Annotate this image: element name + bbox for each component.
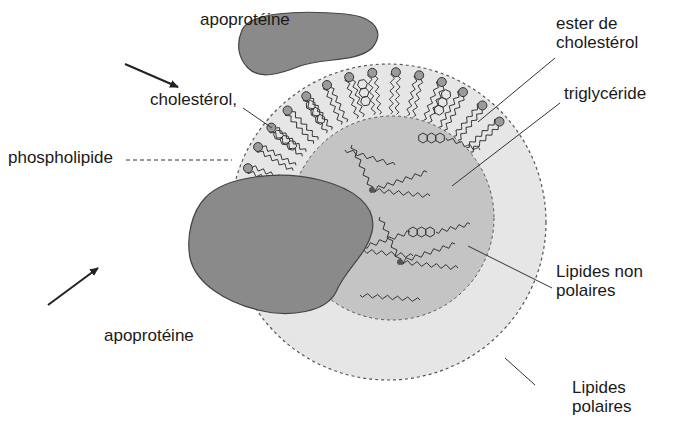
fatty-tail [257,150,293,171]
fatty-tail [439,91,460,127]
phospholipid-head [283,106,292,115]
fatty-tail [470,124,501,152]
ring [436,133,445,143]
leader-line [126,160,232,161]
pointer-arrow [125,64,178,87]
leader-line [243,108,272,128]
fatty-tail [466,119,497,147]
pointer-arrow [48,268,98,305]
fatty-tail [368,73,376,115]
fatty-tail [260,144,296,165]
phospholipid-head [415,71,424,80]
ring [419,133,428,143]
leader-line [505,358,535,385]
ring [417,227,426,237]
ring [435,105,444,115]
fatty-tail [270,130,303,157]
part-label: cholestérol, [150,90,237,109]
fatty-tail [389,72,395,114]
phospholipid-head [437,78,446,87]
fatty-chain [372,189,430,198]
ring [409,227,418,237]
phospholipid-head [323,81,332,90]
fatty-tail [290,109,318,140]
phospholipid-head [244,164,253,173]
fatty-tail [374,73,382,115]
part-label: phospholipide [8,148,113,167]
fatty-tail [323,86,342,124]
part-label: Lipides polaires [572,378,662,416]
fatty-tail [454,104,481,137]
fatty-chain [372,171,427,192]
ring [316,114,325,124]
fatty-tail [345,78,359,119]
phospholipid-head [302,92,311,101]
part-label: ester de cholestérol [556,14,646,52]
fatty-tail [407,75,417,116]
ring [426,227,435,237]
leader-line [468,246,552,288]
phospholipid-head [254,143,263,152]
fatty-chain [436,223,470,234]
fatty-tail [395,72,401,114]
phospholipid-head [495,117,504,126]
fatty-chain [446,138,480,150]
part-label: apoprotéine [200,10,290,29]
leader-line [452,103,560,186]
fatty-tail [303,98,327,133]
phospholipid-head [478,101,487,110]
part-label: Lipides non polaires [556,262,656,300]
ring [274,130,284,139]
phospholipid-head [368,68,377,77]
ring [427,133,436,143]
ring [287,141,297,150]
fatty-tail [413,76,423,117]
ring [280,136,290,145]
phospholipid-head [391,68,400,77]
part-label: triglycéride [564,84,646,103]
fatty-chain [400,243,455,264]
glycerol [397,259,403,265]
fatty-tail [308,95,332,130]
fatty-chain [360,294,420,302]
fatty-chain [345,150,395,165]
phospholipid-head [459,88,468,97]
phospholipid-head [345,73,354,82]
fatty-chain [400,261,458,270]
apoprotein-left [189,175,373,313]
glycerol [369,187,375,193]
part-label: apoprotéine [104,326,194,345]
ring [361,96,371,106]
leader-line [478,58,555,122]
